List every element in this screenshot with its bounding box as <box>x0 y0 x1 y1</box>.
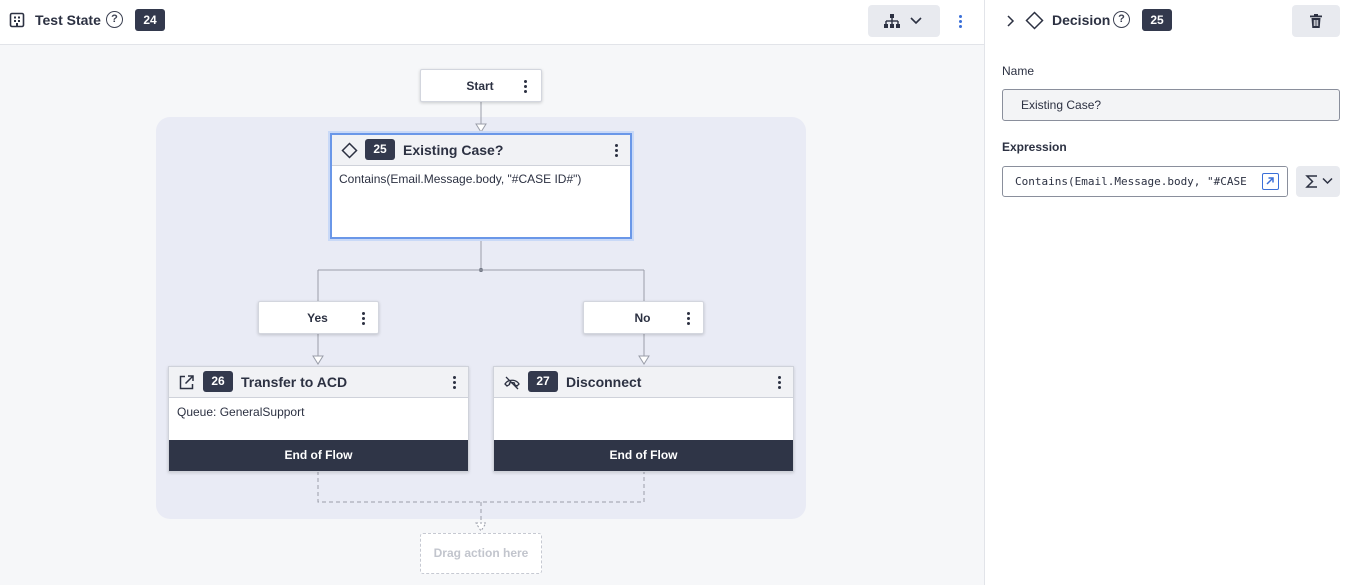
chevron-down-icon <box>1322 177 1333 185</box>
layout-options-button[interactable] <box>868 5 940 37</box>
transfer-title: Transfer to ACD <box>241 374 348 390</box>
transfer-header: 26 Transfer to ACD <box>169 367 468 398</box>
no-path-node[interactable]: No <box>583 301 704 334</box>
expand-area <box>1249 167 1287 196</box>
delete-button[interactable] <box>1292 5 1340 37</box>
diamond-icon <box>341 142 358 159</box>
panel-title: Decision <box>1052 12 1111 28</box>
yes-path-node[interactable]: Yes <box>258 301 379 334</box>
expression-text: Contains(Email.Message.body, "#CASE ID#"… <box>1015 175 1287 188</box>
transfer-id-badge: 26 <box>203 371 233 392</box>
drag-action-drop-zone[interactable]: Drag action here <box>420 533 542 574</box>
decision-node[interactable]: 25 Existing Case? Contains(Email.Message… <box>330 133 632 239</box>
disconnect-node[interactable]: 27 Disconnect End of Flow <box>493 366 794 472</box>
transfer-queue: Queue: GeneralSupport <box>177 405 305 419</box>
expression-field[interactable]: Contains(Email.Message.body, "#CASE ID#"… <box>1002 166 1288 197</box>
name-field[interactable]: Existing Case? <box>1002 89 1340 121</box>
decision-menu-icon[interactable] <box>609 140 623 160</box>
tree-layout-icon <box>884 14 900 28</box>
name-label: Name <box>1002 64 1035 78</box>
expand-editor-icon[interactable] <box>1262 173 1279 190</box>
disconnect-menu-icon[interactable] <box>772 372 786 392</box>
flow-editor: Test State ? 24 <box>0 0 984 574</box>
disconnect-icon <box>504 376 520 390</box>
start-label: Start <box>466 78 494 93</box>
expression-label: Expression <box>1002 140 1067 154</box>
trash-icon <box>1310 14 1322 28</box>
chevron-right-icon[interactable] <box>1003 12 1019 30</box>
decision-title: Existing Case? <box>403 142 504 158</box>
decision-header: 25 Existing Case? <box>332 135 630 166</box>
help-icon[interactable]: ? <box>1113 11 1130 28</box>
start-node[interactable]: Start <box>420 69 542 102</box>
yes-menu-icon[interactable] <box>356 308 370 328</box>
building-icon <box>9 12 25 28</box>
yes-label: Yes <box>307 310 328 325</box>
end-of-flow-bar: End of Flow <box>494 440 793 471</box>
disconnect-title: Disconnect <box>566 374 642 390</box>
end-of-flow-bar: End of Flow <box>169 440 468 471</box>
state-id-badge: 24 <box>135 9 165 31</box>
no-label: No <box>634 310 651 325</box>
transfer-acd-node[interactable]: 26 Transfer to ACD Queue: GeneralSupport… <box>168 366 469 472</box>
start-menu-icon[interactable] <box>518 76 532 96</box>
flow-header: Test State ? 24 <box>0 0 984 45</box>
transfer-menu-icon[interactable] <box>447 372 461 392</box>
decision-id-badge: 25 <box>365 139 395 160</box>
no-menu-icon[interactable] <box>681 308 695 328</box>
function-picker-button[interactable] <box>1296 166 1340 197</box>
decision-expression: Contains(Email.Message.body, "#CASE ID#"… <box>339 172 582 186</box>
chevron-down-icon <box>910 17 922 25</box>
help-icon[interactable]: ? <box>106 11 123 28</box>
disconnect-id-badge: 27 <box>528 371 558 392</box>
panel-id-badge: 25 <box>1142 9 1172 31</box>
disconnect-header: 27 Disconnect <box>494 367 793 398</box>
external-transfer-icon <box>179 375 194 390</box>
sigma-icon <box>1305 175 1317 188</box>
properties-panel: Decision ? 25 Name Existing Case? Expres… <box>984 0 1347 585</box>
diamond-icon <box>1025 11 1044 30</box>
state-title: Test State <box>35 12 101 28</box>
kebab-menu-icon[interactable] <box>952 11 968 31</box>
